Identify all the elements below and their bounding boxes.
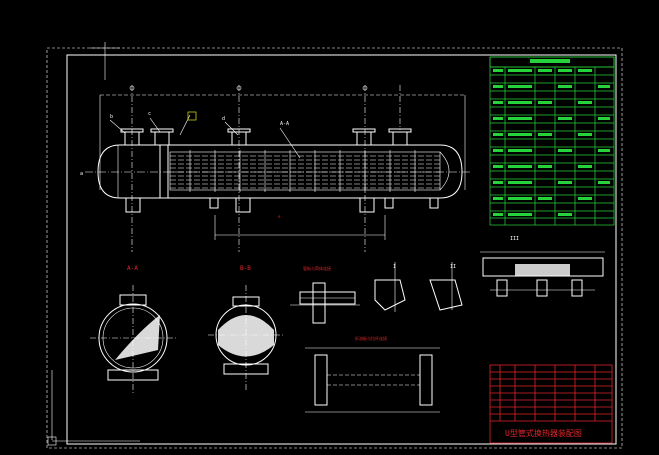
section-view-bb: B-B <box>208 265 284 390</box>
detail-tubesheet: 管板与筒体连接 <box>290 265 360 324</box>
title-block: U型管式换热器装配图 <box>489 364 613 444</box>
title-block-title: U型管式换热器装配图 <box>505 428 582 438</box>
section-view-aa: A-A <box>90 265 178 395</box>
detail-title-2: 折流板与拉杆连接 <box>355 335 387 341</box>
detail-label-i: I <box>393 264 396 270</box>
detail-label-iii: III <box>510 236 519 242</box>
detail-views-small: I II <box>374 262 463 312</box>
nozzle-label-d: d <box>222 116 225 122</box>
heat-exchanger-main-view: A-A a b c d e <box>80 85 470 252</box>
view-label-bb: B-B <box>240 265 251 272</box>
detail-title-1: 管板与筒体连接 <box>303 265 331 271</box>
detail-label-ii: II <box>450 264 456 270</box>
outer-frame <box>46 47 623 449</box>
nozzle-label-c: c <box>148 111 151 117</box>
nozzle-label-a: a <box>80 171 83 177</box>
nozzle-label-e: e <box>278 214 281 219</box>
nozzle-label-b: b <box>110 114 113 120</box>
view-label-aa: A-A <box>127 265 138 272</box>
detail-flange: III <box>480 236 605 297</box>
detail-tie-rod: 折流板与拉杆连接 <box>305 335 440 413</box>
inner-frame <box>66 54 617 445</box>
parts-table <box>489 56 615 226</box>
section-label-aa: A-A <box>280 121 289 127</box>
